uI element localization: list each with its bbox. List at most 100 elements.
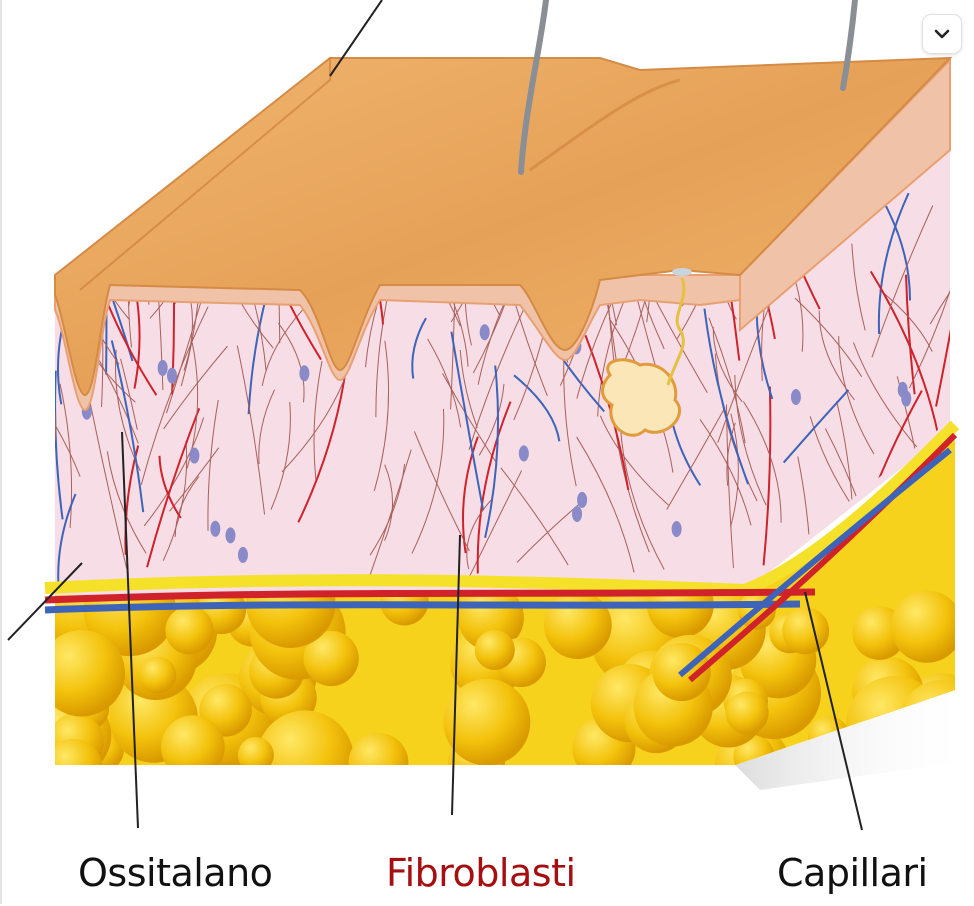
fiber xyxy=(55,370,64,520)
fat-cell xyxy=(237,736,274,765)
artery-horizontal xyxy=(44,588,816,604)
fiber xyxy=(278,322,305,403)
menu-dropdown-button[interactable] xyxy=(922,14,962,54)
fiber xyxy=(734,374,767,506)
fiber xyxy=(908,248,950,389)
fiber xyxy=(879,289,933,352)
fiber xyxy=(89,402,128,569)
fiber xyxy=(143,417,205,527)
fiber xyxy=(158,455,182,519)
fat-cell xyxy=(474,629,515,670)
fiber xyxy=(743,401,782,523)
fiber xyxy=(468,308,525,450)
fibroblast-cell xyxy=(299,365,310,382)
fiber xyxy=(106,451,147,554)
fat-cell xyxy=(782,607,830,655)
fiber xyxy=(384,464,393,541)
sweat-gland xyxy=(601,358,682,437)
fiber xyxy=(476,401,512,574)
fiber xyxy=(619,418,665,570)
fiber xyxy=(730,413,739,528)
fiber xyxy=(162,440,188,561)
fat-cell xyxy=(161,715,225,765)
fiber xyxy=(411,317,427,379)
nerve-band xyxy=(44,420,960,597)
fiber xyxy=(411,408,445,554)
fiber xyxy=(599,415,669,506)
fibroblast-cell xyxy=(210,520,221,537)
fibroblast-cell xyxy=(518,445,529,462)
fiber xyxy=(59,383,73,529)
fiber xyxy=(478,383,505,456)
skin-surface xyxy=(54,56,953,397)
fiber xyxy=(877,192,910,335)
fat-cell xyxy=(890,590,955,663)
fiber xyxy=(853,342,919,450)
fibroblast-cell xyxy=(479,324,490,341)
fat-cell xyxy=(139,656,177,694)
fiber xyxy=(712,326,743,403)
fiber xyxy=(466,499,492,570)
fiber xyxy=(146,407,201,568)
fiber xyxy=(55,380,56,442)
fiber xyxy=(666,407,726,510)
chevron-down-icon xyxy=(934,29,950,39)
fibroblast-cell xyxy=(157,359,168,376)
fat-cell xyxy=(256,710,354,765)
fibroblast-cell xyxy=(572,505,583,522)
fiber xyxy=(762,386,772,566)
fibroblast-cell xyxy=(790,389,801,406)
fiber xyxy=(236,345,266,515)
fiber xyxy=(459,349,478,429)
label-fibroblasti: Fibroblasti xyxy=(386,851,576,895)
fat-cell xyxy=(348,732,409,765)
fiber xyxy=(442,373,497,463)
fiber xyxy=(794,297,863,377)
label-capillari: Capillari xyxy=(777,851,928,895)
fiber xyxy=(838,336,875,455)
fiber xyxy=(115,349,141,472)
fiber xyxy=(782,389,850,464)
fiber xyxy=(413,431,470,552)
fiber xyxy=(140,306,209,485)
fibroblast-cell xyxy=(577,491,588,508)
fiber xyxy=(708,317,746,444)
fiber xyxy=(174,476,200,537)
fat-cell xyxy=(725,691,769,735)
fiber xyxy=(513,374,561,442)
fiber xyxy=(871,205,934,358)
fat-cell xyxy=(55,738,103,765)
fibroblast-cell xyxy=(671,521,682,538)
fiber xyxy=(883,202,911,301)
hair-1 xyxy=(518,0,549,175)
fiber xyxy=(427,338,462,428)
hair-2 xyxy=(840,0,858,91)
fiber xyxy=(905,274,916,395)
vein-horizontal xyxy=(44,600,801,614)
fiber xyxy=(366,449,412,584)
fiber xyxy=(467,470,523,581)
fibroblast-cell xyxy=(189,447,200,464)
fiber xyxy=(450,331,485,511)
fat-cell xyxy=(165,606,214,655)
fiber xyxy=(373,340,390,491)
fiber xyxy=(851,243,866,331)
fiber xyxy=(207,399,219,531)
label-ossitalano: Ossitalano xyxy=(78,851,273,895)
fibroblast-cell xyxy=(237,546,248,563)
fiber xyxy=(313,361,323,480)
fiber xyxy=(576,436,635,573)
fat-cell xyxy=(543,591,612,660)
fiber xyxy=(703,308,750,485)
fiber xyxy=(258,389,276,465)
fiber xyxy=(55,385,81,477)
fiber xyxy=(929,255,950,325)
fibroblast-cell xyxy=(225,527,236,544)
fat-cell xyxy=(303,630,359,687)
fat-cell xyxy=(55,630,126,717)
fiber xyxy=(163,345,228,430)
fat-cell xyxy=(443,678,531,765)
fiber xyxy=(500,467,569,566)
